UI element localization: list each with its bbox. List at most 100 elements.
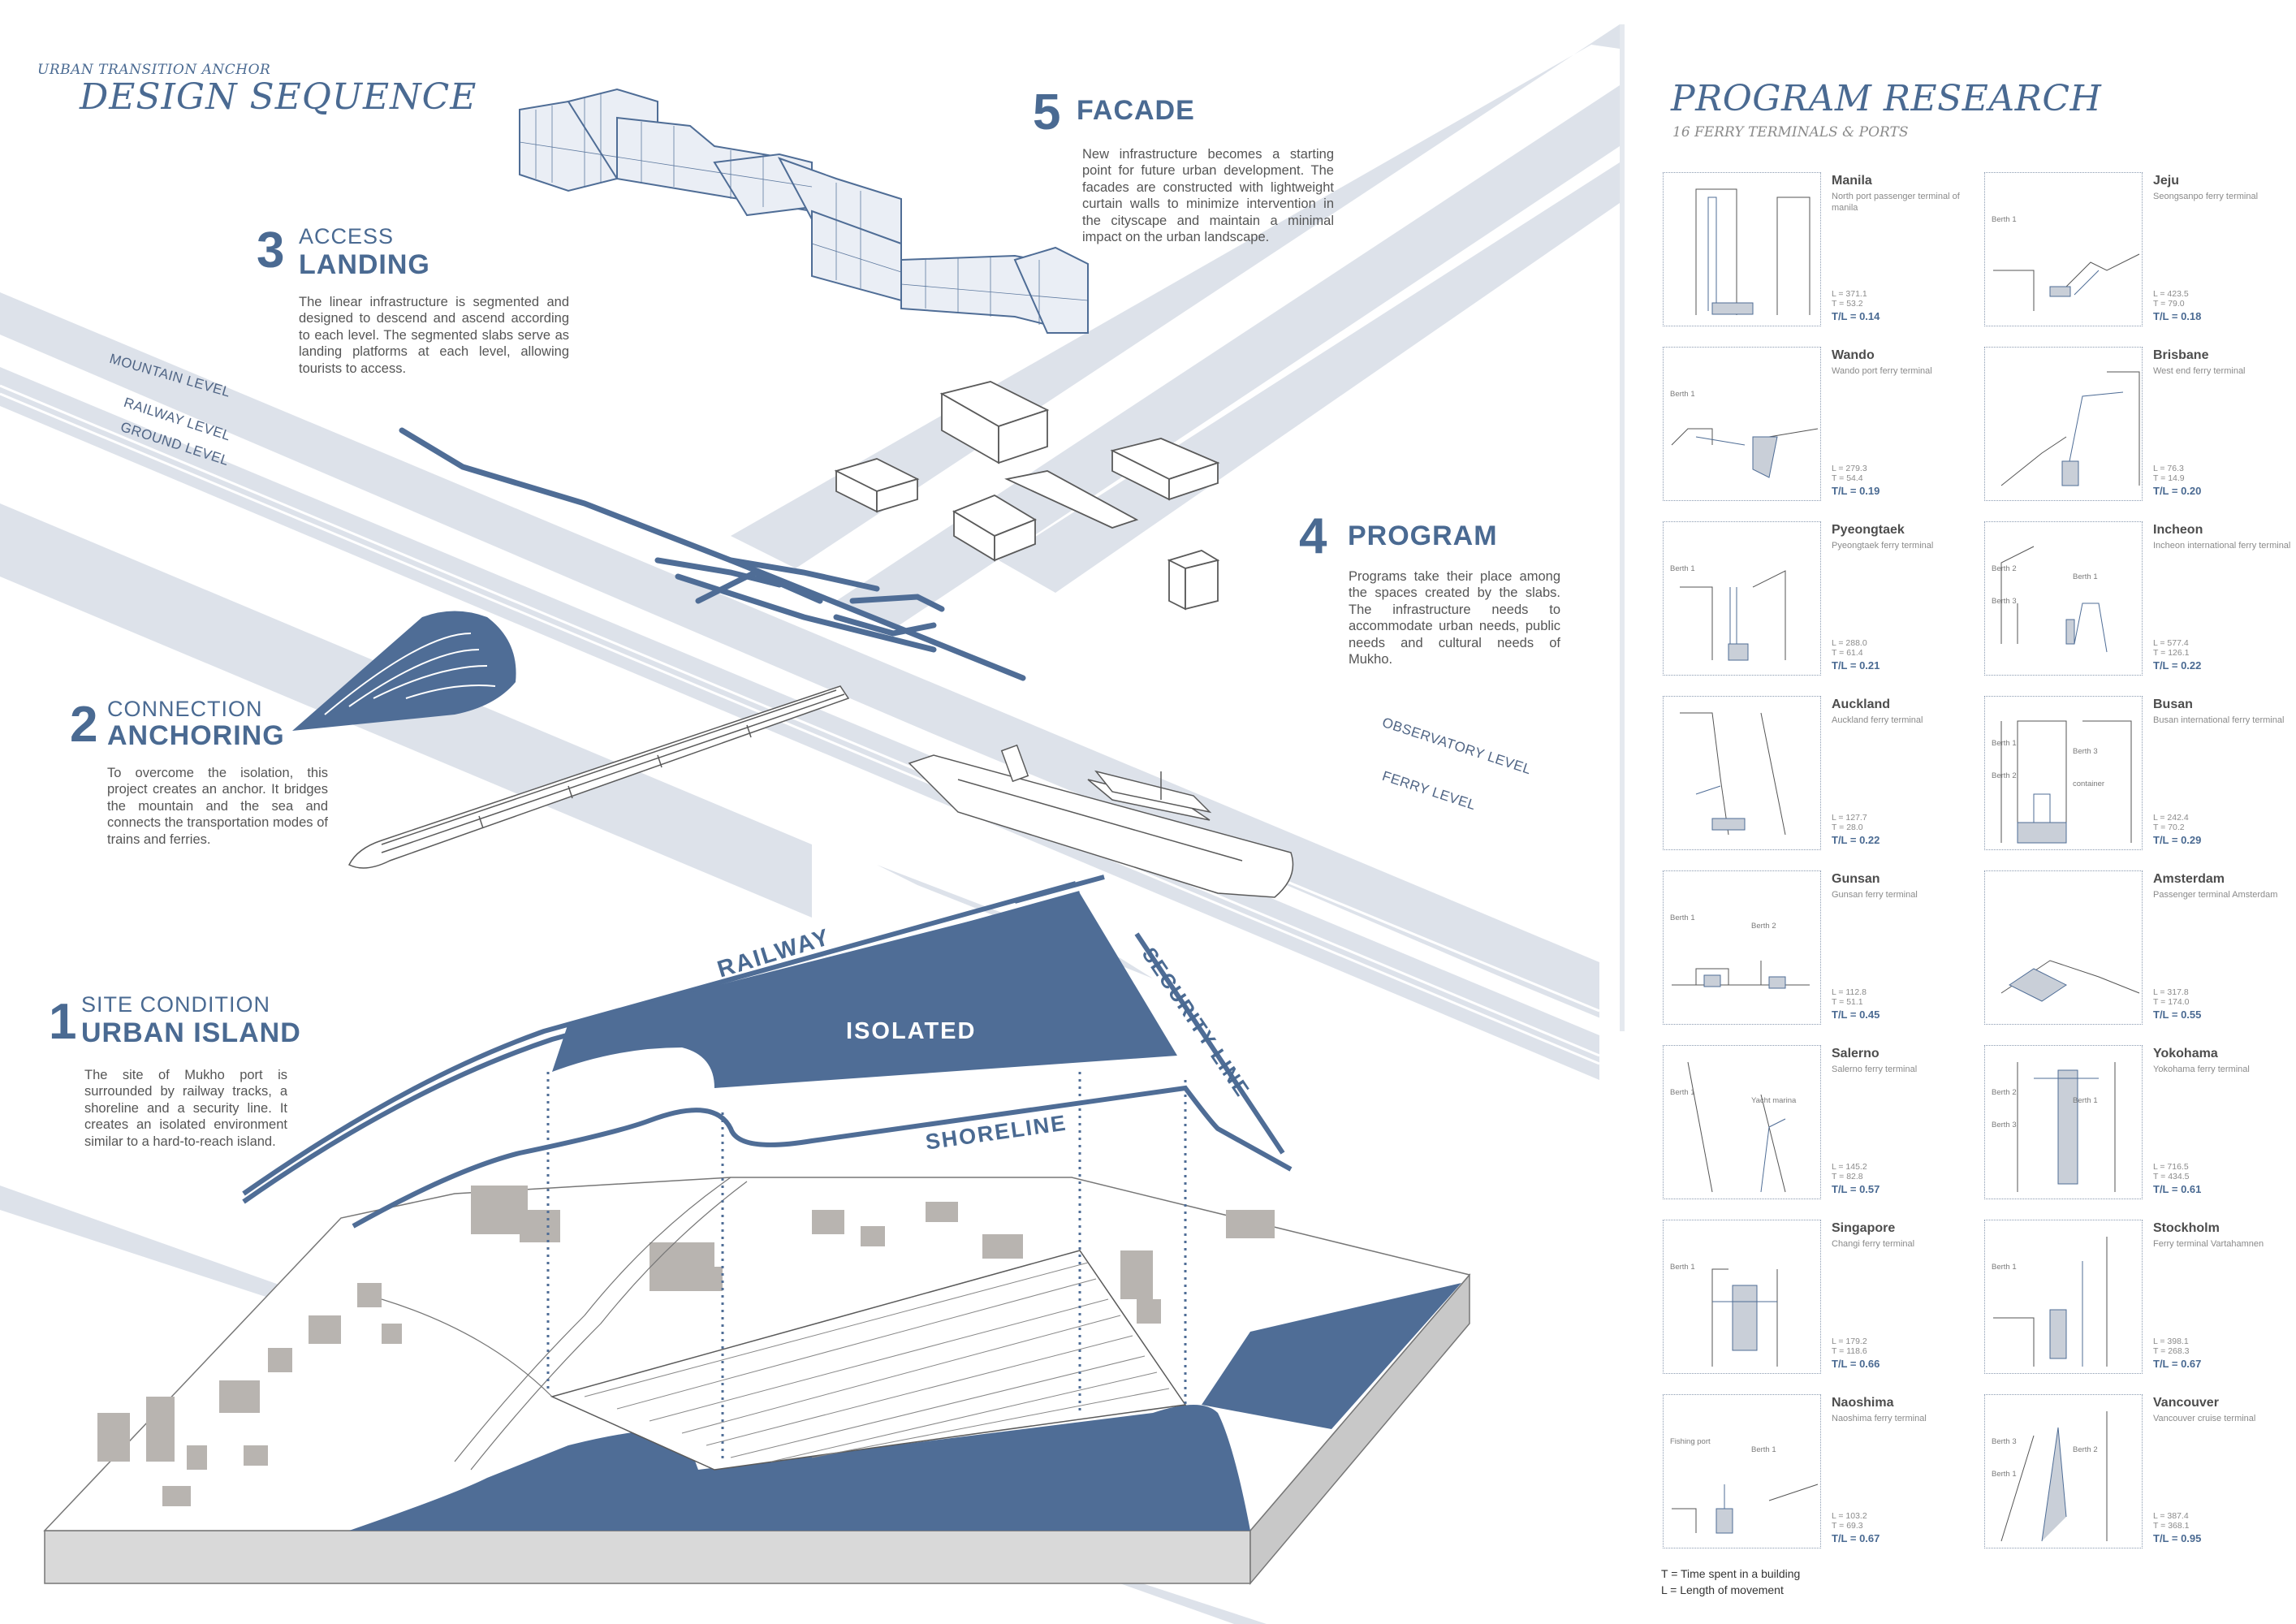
terminal-ratio: T/L = 0.45 [1832,1009,1880,1021]
terminal-name: Brisbane [2153,348,2209,362]
terminal-description: Pyeongtaek ferry terminal [1832,541,1934,551]
terminal-name: Auckland [1832,698,1891,711]
terminal-diagram: Berth 1 [1663,1220,1821,1374]
step-4-number: 4 [1299,508,1327,564]
ferry-ship [908,744,1294,898]
isolated-label: ISOLATED [846,1018,977,1044]
berth-label: Berth 1 [2073,572,2098,581]
linear-infrastructure [399,427,1026,681]
berth-label: Berth 1 [2073,1096,2098,1105]
step-2-description: To overcome the isolation, this project … [107,766,328,847]
terminal-diagram [1663,172,1821,326]
berth-label: Berth 2 [1992,771,2017,780]
anchor-mountain [292,611,516,731]
terminal-length: L = 317.8 [2153,987,2189,997]
terminal-time: T = 28.0 [1832,823,1863,832]
terminal-length: L = 103.2 [1832,1511,1867,1521]
step-1-subtitle: SITE CONDITION [81,992,271,1017]
terminal-diagram [1984,347,2143,501]
berth-label: Berth 1 [1670,390,1695,399]
terminal-length: L = 371.1 [1832,289,1867,299]
terminal-length: L = 242.4 [2153,813,2189,823]
terminal-length: L = 387.4 [2153,1511,2189,1521]
terminal-time: T = 268.3 [2153,1346,2190,1356]
terminal-length: L = 127.7 [1832,813,1867,823]
page-title: DESIGN SEQUENCE [80,76,477,118]
terminal-name: Singapore [1832,1221,1896,1235]
terminal-name: Gunsan [1832,872,1880,886]
terminal-time: T = 82.8 [1832,1172,1863,1181]
terminal-ratio: T/L = 0.20 [2153,485,2202,497]
berth-label: Berth 1 [1670,564,1695,573]
berth-label: Berth 2 [1992,1088,2017,1097]
terminal-diagram: Berth 1 [1663,347,1821,501]
terminal-diagram [1984,870,2143,1025]
program-boxes [834,381,1220,611]
berth-label: Berth 1 [1670,1088,1695,1097]
isolated-area [552,893,1177,1088]
berth-label: Berth 2 [1992,564,2017,573]
legend-time: T = Time spent in a building [1661,1567,1801,1580]
berth-label: Berth 3 [2073,747,2098,756]
berth-label: container [2073,780,2104,788]
terminal-length: L = 577.4 [2153,638,2189,648]
berth-label: Berth 1 [1992,1263,2017,1272]
berth-label: Berth 1 [1751,1445,1776,1454]
berth-label: Fishing port [1670,1437,1711,1446]
terminal-description: Yokohama ferry terminal [2153,1065,2250,1074]
terminal-name: Amsterdam [2153,872,2225,886]
terminal-time: T = 70.2 [2153,823,2185,832]
terminal-name: Stockholm [2153,1221,2220,1235]
terminal-ratio: T/L = 0.21 [1832,659,1880,672]
terminal-time: T = 51.1 [1832,997,1863,1007]
terminal-name: Busan [2153,698,2193,711]
terminal-description: Wando port ferry terminal [1832,366,1932,376]
research-subtitle: 16 FERRY TERMINALS & PORTS [1672,124,1909,140]
terminal-time: T = 14.9 [2153,473,2185,483]
terminal-description: Ferry terminal Vartahamnen [2153,1239,2264,1249]
terminal-description: Busan international ferry terminal [2153,715,2285,725]
terminal-ratio: T/L = 0.67 [2153,1358,2202,1370]
step-1-title: URBAN ISLAND [81,1017,301,1048]
berth-label: Berth 3 [1992,1121,2017,1129]
step-3-number: 3 [257,222,285,279]
train [347,685,850,869]
berth-label: Yacht marina [1751,1096,1797,1105]
terminal-description: Incheon international ferry terminal [2153,541,2291,551]
research-title: PROGRAM RESEARCH [1671,78,2102,119]
terminal-name: Manila [1832,174,1872,188]
terminal-description: Seongsanpo ferry terminal [2153,192,2259,201]
terminal-time: T = 53.2 [1832,299,1863,309]
site-model [43,1177,1471,1586]
step-2-subtitle: CONNECTION [107,697,263,721]
terminal-ratio: T/L = 0.18 [2153,310,2202,322]
terminal-ratio: T/L = 0.29 [2153,834,2202,846]
terminal-time: T = 79.0 [2153,299,2185,309]
terminal-time: T = 174.0 [2153,997,2190,1007]
step-1-description: The site of Mukho port is surrounded by … [84,1068,287,1149]
terminal-diagram: Berth 1 [1984,1220,2143,1374]
terminal-length: L = 716.5 [2153,1162,2189,1172]
facade-building [519,88,1089,335]
step-5-description: New infrastructure becomes a starting po… [1082,147,1334,245]
step-2-title: ANCHORING [107,720,285,751]
step-4-description: Programs take their place among the spac… [1349,569,1560,667]
terminal-length: L = 279.3 [1832,464,1867,473]
terminal-description: West end ferry terminal [2153,366,2246,376]
terminal-length: L = 112.8 [1832,987,1867,997]
terminal-diagram: Berth 1 [1663,521,1821,676]
header-eyebrow: URBAN TRANSITION ANCHOR [37,62,271,78]
step-5-title: FACADE [1077,95,1195,126]
